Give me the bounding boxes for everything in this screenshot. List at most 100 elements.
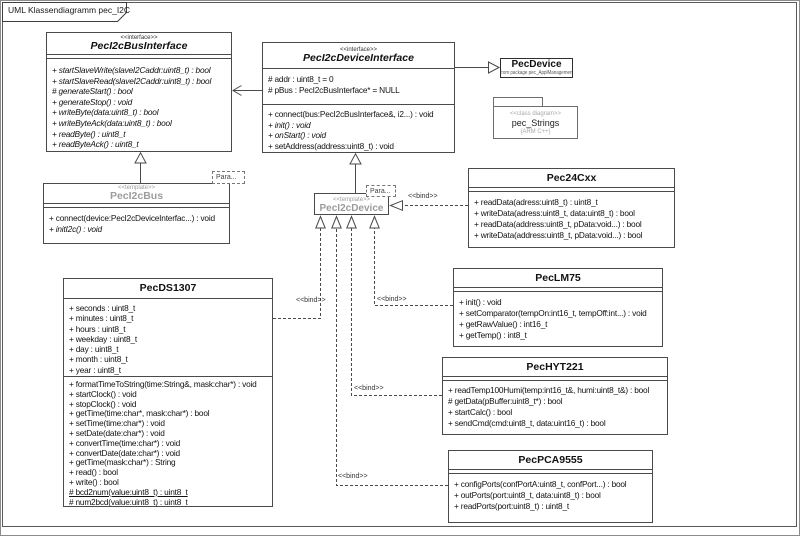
bind-arrowhead [315,215,326,229]
methods-compartment: + init() : void+ setComparator(tempOn:in… [454,291,662,346]
attributes-compartment: # addr : uint8_t = 0# pBus : PecI2cBusIn… [263,68,454,104]
member-row: + day : uint8_t [69,344,119,355]
member-row: + connect(bus:PecI2cBusInterface&, i2...… [268,109,434,119]
attributes-compartment [47,54,231,58]
methods-compartment: + formatTimeToString(time:String&, mask:… [64,376,272,506]
association-deviceinterface-businterface[interactable] [232,85,262,96]
methods-compartment: + startSlaveWrite(slaveI2Caddr:uint8_t) … [47,58,231,151]
class-peclm75[interactable]: PecLM75 + init() : void+ setComparator(t… [453,268,663,347]
member-row: + formatTimeToString(time:String&, mask:… [69,380,257,389]
methods-compartment: + connect(device:PecI2cDeviceInterfac...… [44,207,229,243]
member-row: + stopClock() : void [69,399,137,409]
class-header: <<template>> PecI2cBus [44,184,229,203]
member-row: + configPorts(confPortA:uint8_t, confPor… [454,479,627,489]
class-header: <<template>> PecI2cDevice [315,194,388,214]
class-pechyt221[interactable]: PecHYT221 + readTemp100Humi(temp:int16_t… [442,357,668,435]
class-peci2cdevice[interactable]: <<template>> PecI2cDevice [314,193,389,215]
stereotype-label: <<interface>> [120,35,158,41]
stereotype-label: <<template>> [332,196,371,203]
member-row: + startClock() : void [69,389,137,399]
class-name: PecI2cBusInterface [90,40,188,52]
member-row: + getTemp() : int8_t [459,330,527,340]
member-row: + getTime(time:char*, mask:char*) : bool [69,409,210,419]
member-row: + year : uint8_t [69,364,121,375]
member-row: + readData(adress:uint8_t) : uint8_t [474,197,598,207]
member-row: # pBus : PecI2cBusInterface* = NULL [268,85,400,95]
member-row: + onStart() : void [268,130,326,141]
member-row: # bcd2num(value:uint8_t) : uint8_t [69,487,188,497]
class-name: PecI2cDeviceInterface [303,52,414,64]
bind-arrow-ds1307[interactable] [273,215,326,319]
member-row: + seconds : uint8_t [69,303,136,313]
member-row: + month : uint8_t [69,354,128,365]
bind-arrowhead [389,199,403,212]
class-name: PecLM75 [535,271,581,284]
member-row: + writeData(adress:uint8_t, data:uint8_t… [474,208,635,218]
bind-arrowhead [346,215,357,229]
frame-title: UML Klassendiagramm pec_I2C [8,5,131,15]
methods-compartment: + connect(bus:PecI2cBusInterface&, i2...… [263,104,454,152]
package-pec-strings[interactable]: <<class diagram>> pec_Strings {ARM C++} [493,106,578,139]
member-row: + setAddress(address:uint8_t) : void [268,140,394,151]
class-name: PecDevice [511,59,562,70]
class-name: PecHYT221 [526,360,584,373]
generalization-arrowhead [488,61,501,74]
member-row: + init() : void [268,119,311,130]
template-parameter-box-i2cbus[interactable]: Para... [212,171,245,184]
generalization-i2cdevice-deviceinterface[interactable] [349,152,362,193]
class-peci2cdeviceinterface[interactable]: <<interface>> PecI2cDeviceInterface # ad… [262,42,455,153]
class-pecds1307[interactable]: PecDS1307 + seconds : uint8_t+ minutes :… [63,278,273,507]
member-row: + getRawValue() : int16_t [459,319,548,329]
member-row: + readPorts(port:uint8_t) : uint8_t [454,501,569,511]
generalization-i2cbus-businterface[interactable] [134,151,147,183]
class-header: <<interface>> PecI2cDeviceInterface [263,43,454,68]
generalization-deviceinterface-pecdevice[interactable] [455,61,501,74]
bind-arrow-pca9555[interactable] [331,215,448,486]
member-row: + sendCmd(cmd:uint8_t, data:uint16_t) : … [448,418,606,428]
bind-arrow-lm75[interactable] [369,215,453,306]
class-name: PecI2cBus [109,190,164,202]
class-header: Pec24Cxx [469,169,674,187]
generalization-arrowhead [349,152,362,165]
attributes-compartment: + seconds : uint8_t+ minutes : uint8_t + … [64,298,272,376]
template-parameter-box-i2cdevice[interactable]: Para... [366,185,396,197]
class-pecdevice[interactable]: PecDevice from package pec_ApplManagemen… [500,58,573,78]
class-pec24cxx[interactable]: Pec24Cxx + readData(adress:uint8_t) : ui… [468,168,675,248]
member-row: + writeData(address:uint8_t, pData:void.… [474,230,643,240]
member-row: + setComparator(tempOn:int16_t, tempOff:… [459,308,647,318]
class-header: PecDS1307 [64,279,272,298]
bind-arrowhead [369,215,380,229]
stereotype-label: <<template>> [117,185,156,191]
member-row: + setTime(time:char*) : void [69,419,165,429]
class-name: Pec24Cxx [546,171,597,184]
bind-label-lm75: <<bind>> [377,296,407,303]
class-peci2cbusinterface[interactable]: <<interface>> PecI2cBusInterface + start… [46,32,232,152]
member-row: + startCalc() : bool [448,407,513,417]
member-row: + getTime(mask:char*) : String [69,458,176,468]
member-row: # num2bcd(value:uint8_t) : uint8_t [69,497,188,506]
member-row: + read() : bool [69,468,118,478]
member-row: + writeByteAck(data:uint8_t) : bool [52,117,172,128]
member-row: + startSlaveRead(slaveI2Caddr:uint8_t) :… [52,75,212,86]
member-row: + readData(address:uint8_t, pData:void..… [474,219,642,229]
methods-compartment: + readTemp100Humi(temp:int16_t&, humi:ui… [443,380,667,434]
package-name: pec_Strings [511,117,560,128]
bind-arrow-24cxx[interactable] [389,199,469,212]
member-row: + minutes : uint8_t [69,313,134,324]
member-row: + outPorts(port:uint8_t, data:uint8_t) :… [454,490,601,500]
class-header: PecHYT221 [443,358,667,376]
bind-arrow-hyt221[interactable] [346,215,442,396]
member-row: + initI2c() : void [49,224,102,234]
member-row: + writeByte(data:uint8_t) : bool [52,107,159,118]
member-row: + init() : void [459,297,502,307]
class-peci2cbus[interactable]: <<template>> PecI2cBus + connect(device:… [43,183,230,244]
member-row: + readByteAck() : uint8_t [52,139,139,150]
generalization-arrowhead [134,151,147,164]
frame-tab [2,2,127,22]
class-header: PecPCA9555 [449,451,652,469]
bind-label-24cxx: <<bind>> [408,193,438,200]
bind-arrowhead [331,215,342,229]
class-pecpca9555[interactable]: PecPCA9555 + configPorts(confPortA:uint8… [448,450,653,523]
attributes-compartment [469,187,674,191]
